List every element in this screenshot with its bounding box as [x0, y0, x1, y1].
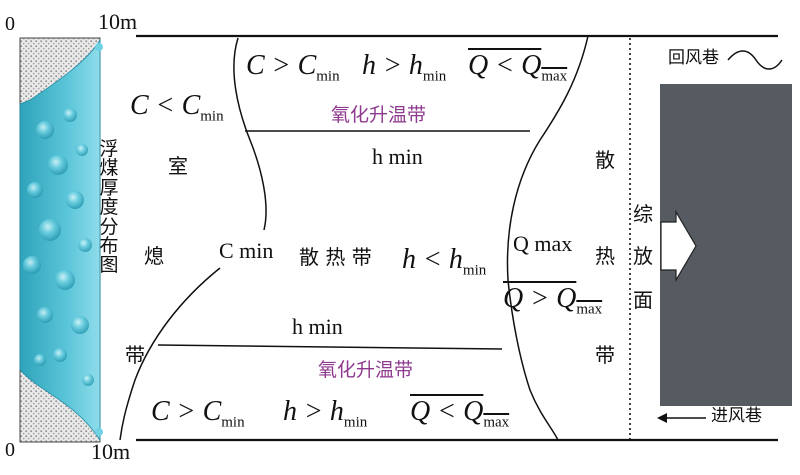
formula-sub: max [541, 68, 568, 85]
title-char: 分 [99, 215, 119, 238]
formula-mid-h: h < hmin [402, 246, 486, 279]
h-min-label-top: h min [372, 144, 423, 169]
title-char: 浮 [99, 138, 119, 160]
working-face-char-2: 放 [633, 244, 653, 268]
formula-bottom-q: Q < Qmax [410, 398, 509, 431]
working-face-char-3: 面 [633, 288, 653, 312]
formula-bottom-h: h > hmin [283, 398, 367, 431]
title-char: 图 [99, 254, 119, 277]
scale-label-left-top: 0 [5, 13, 15, 35]
formula-text: Q < Q [468, 50, 542, 81]
c-min-label: C min [219, 238, 274, 263]
formula-top-q: Q < Qmax [468, 52, 567, 85]
formula-sub: min [221, 414, 245, 431]
formula-top-h: h > hmin [362, 52, 446, 85]
advance-arrow [660, 209, 697, 283]
choke-zone-char-3: 带 [125, 343, 145, 367]
working-face-char-1: 综 [633, 202, 653, 226]
h-min-line-bottom [157, 344, 503, 350]
formula-top-c: C > Cmin [246, 52, 340, 85]
formula-text: C < C [130, 90, 201, 121]
left-zone-curve-lower [119, 267, 221, 441]
formula-text: Q < Q [410, 396, 484, 427]
corner-marker-bottom [95, 428, 103, 436]
formula-text: h > h [283, 396, 344, 427]
formula-sub: min [343, 414, 368, 431]
formula-left-c: C < Cmin [130, 92, 224, 125]
left-zone-curve-upper [233, 37, 267, 231]
intake-airway-label: 进风巷 [711, 406, 762, 426]
choke-zone-char-1: 室 [168, 154, 188, 178]
scale-label-right-bottom: 10m [91, 439, 131, 464]
formula-sub: max [483, 414, 510, 431]
formula-text: C > C [151, 396, 222, 427]
formula-text: Q > Q [503, 283, 577, 314]
scale-label-left-bottom: 0 [5, 439, 15, 461]
h-min-label-bottom: h min [292, 314, 343, 339]
formula-text: h > h [362, 50, 423, 81]
formula-sub: min [200, 108, 224, 125]
formula-sub: min [462, 262, 487, 279]
formula-sub: min [316, 68, 340, 85]
formula-sub: max [576, 301, 603, 318]
formula-mid-q: Q > Qmax [503, 285, 602, 318]
scale-label-right-top: 10m [98, 9, 138, 34]
title-char: 度 [99, 196, 119, 219]
title-char: 布 [99, 234, 119, 257]
formula-sub: min [422, 68, 447, 85]
water-bubbles [23, 108, 94, 386]
intake-arrowhead [657, 413, 667, 423]
right-zone-curve [506, 35, 589, 441]
formula-bottom-c: C > Cmin [151, 398, 245, 431]
dispersion-right-char-2: 热 [595, 244, 615, 268]
float-coal-distribution [19, 38, 101, 442]
q-max-label: Q max [513, 231, 573, 256]
choke-zone-char-2: 熄 [144, 244, 164, 268]
dispersion-right-char-1: 散 [595, 148, 615, 172]
title-char: 煤 [99, 157, 119, 180]
oxidation-zone-top: 氧化升温带 [331, 104, 427, 126]
vertical-title: 浮 煤 厚 度 分 布 图 [97, 138, 121, 277]
return-air-wave [727, 50, 783, 70]
return-airway-label: 回风巷 [668, 48, 719, 68]
dispersion-zone-mid: 散 热 带 [299, 245, 372, 269]
corner-marker-top [95, 43, 103, 51]
title-char: 厚 [99, 176, 119, 199]
oxidation-zone-bottom: 氧化升温带 [318, 359, 414, 381]
dispersion-right-char-3: 带 [595, 343, 615, 367]
formula-text: h < h [402, 244, 463, 275]
formula-text: C > C [246, 50, 317, 81]
